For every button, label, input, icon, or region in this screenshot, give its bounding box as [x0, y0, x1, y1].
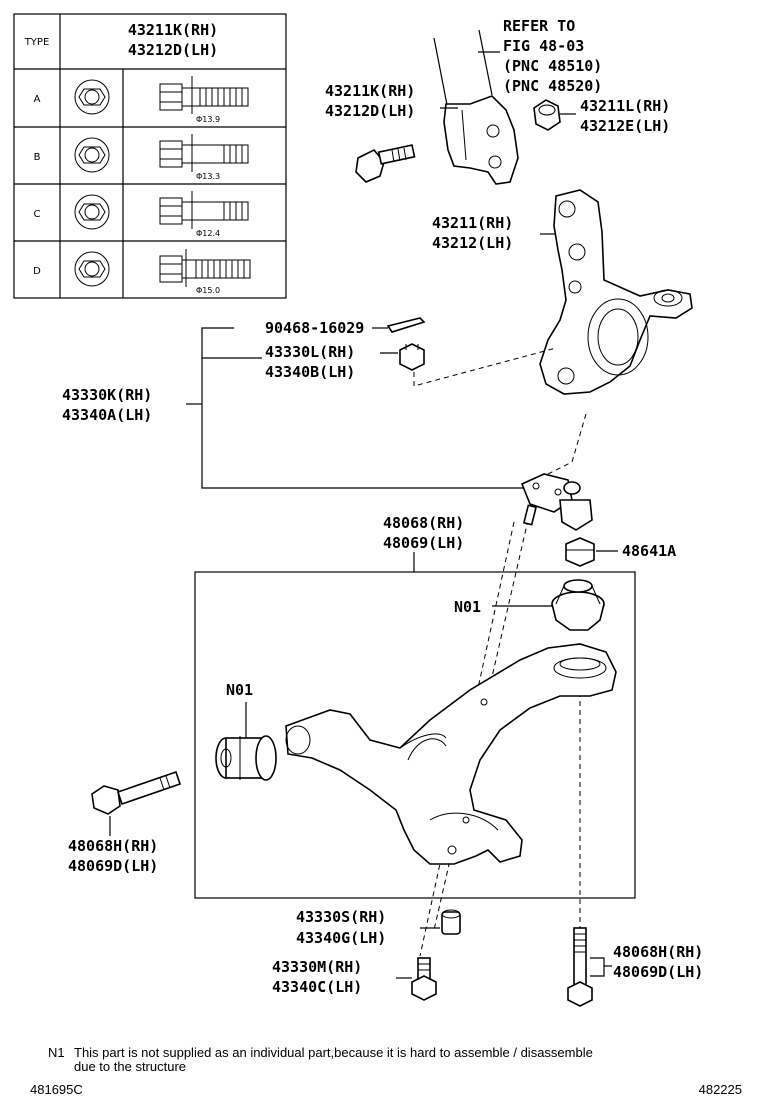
rear-bushing-drawing — [551, 579, 605, 631]
balljoint-bracket — [186, 327, 524, 489]
label-balljoint-lh: 43340A(LH) — [62, 406, 152, 424]
hex-head-icon — [74, 79, 110, 115]
label-upper-nut-rh: 43211L(RH) — [580, 97, 670, 115]
table-row-diameter: Φ12.4 — [196, 229, 220, 238]
cotter-pin-drawing — [386, 317, 426, 333]
strut-bracket-drawing — [433, 29, 519, 185]
refer-line-3: (PNC 48510) — [503, 57, 602, 75]
label-upper-bolt-lh: 43212D(LH) — [325, 102, 415, 120]
hex-head-icon — [74, 137, 110, 173]
bolt-profile-icon — [159, 76, 249, 114]
refer-line-4: (PNC 48520) — [503, 77, 602, 95]
label-lower-nut-lh: 43340G(LH) — [296, 929, 386, 947]
label-front-bolt-rh: 48068H(RH) — [68, 837, 158, 855]
hex-head-icon — [74, 194, 110, 230]
bolt-type-table: TYPE 43211K(RH) 43212D(LH) A Φ13.9 B — [13, 13, 287, 299]
label-upper-bolt-rh: 43211K(RH) — [325, 82, 415, 100]
table-part-lh: 43212D(LH) — [128, 41, 218, 59]
label-n01-front: N01 — [226, 681, 253, 699]
label-rear-bolt-lh: 48069D(LH) — [613, 963, 703, 981]
footnote-key: N1 — [48, 1045, 65, 1060]
label-lower-bolt-rh: 43330M(RH) — [272, 958, 362, 976]
label-castle-nut-rh: 43330L(RH) — [265, 343, 355, 361]
table-row-type: B — [34, 152, 41, 163]
label-rear-bolt-rh: 48068H(RH) — [613, 943, 703, 961]
label-knuckle-rh: 43211(RH) — [432, 214, 513, 232]
bolt-profile-icon — [159, 249, 251, 287]
castle-nut-drawing — [399, 343, 425, 371]
table-row-type: A — [34, 94, 41, 105]
label-front-bolt-lh: 48069D(LH) — [68, 857, 158, 875]
label-upper-nut-lh: 43212E(LH) — [580, 117, 670, 135]
bolt-profile-icon — [159, 191, 249, 229]
refer-note: REFER TO FIG 48-03 (PNC 48510) (PNC 4852… — [478, 17, 602, 95]
table-part-rh: 43211K(RH) — [128, 21, 218, 39]
label-nut-48641a: 48641A — [622, 542, 676, 560]
label-arm-rh: 48068(RH) — [383, 514, 464, 532]
illustration-code-left: 481695C — [30, 1082, 83, 1097]
label-lower-nut-rh: 43330S(RH) — [296, 908, 386, 926]
table-row-type: D — [33, 266, 41, 277]
table-row-diameter: Φ13.3 — [196, 172, 220, 181]
label-arm-lh: 48069(LH) — [383, 534, 464, 552]
table-row-diameter: Φ15.0 — [196, 286, 220, 295]
refer-line-1: REFER TO — [503, 17, 575, 35]
label-n01-rear: N01 — [454, 598, 481, 616]
illustration-code-right: 482225 — [699, 1082, 742, 1097]
table-row-type: C — [34, 209, 41, 220]
ball-joint-drawing — [520, 473, 593, 531]
lower-arm-drawing — [285, 643, 617, 865]
table-type-header: TYPE — [24, 37, 50, 48]
footnote-line-1: This part is not supplied as an individu… — [74, 1045, 593, 1060]
label-castle-nut-lh: 43340B(LH) — [265, 363, 355, 381]
label-balljoint-rh: 43330K(RH) — [62, 386, 152, 404]
steering-knuckle-drawing — [539, 189, 693, 395]
upper-nut-drawing — [533, 99, 561, 131]
lower-nut-drawing — [441, 909, 461, 935]
hex-head-icon — [74, 251, 110, 287]
label-knuckle-lh: 43212(LH) — [432, 234, 513, 252]
refer-line-2: FIG 48-03 — [503, 37, 584, 55]
table-row-diameter: Φ13.9 — [196, 115, 220, 124]
lower-arm-box — [194, 571, 636, 899]
nut-48641a-drawing — [565, 537, 595, 567]
front-bolt-drawing — [91, 770, 182, 815]
bolt-profile-icon — [159, 134, 249, 172]
label-cotter-pin: 90468-16029 — [265, 319, 364, 337]
rear-bolt-drawing — [567, 927, 593, 1007]
front-bushing-drawing — [215, 735, 277, 781]
lower-bolt-drawing — [411, 957, 437, 1001]
label-lower-bolt-lh: 43340C(LH) — [272, 978, 362, 996]
upper-bolt-drawing — [355, 144, 416, 183]
footnote-line-2: due to the structure — [74, 1059, 186, 1074]
